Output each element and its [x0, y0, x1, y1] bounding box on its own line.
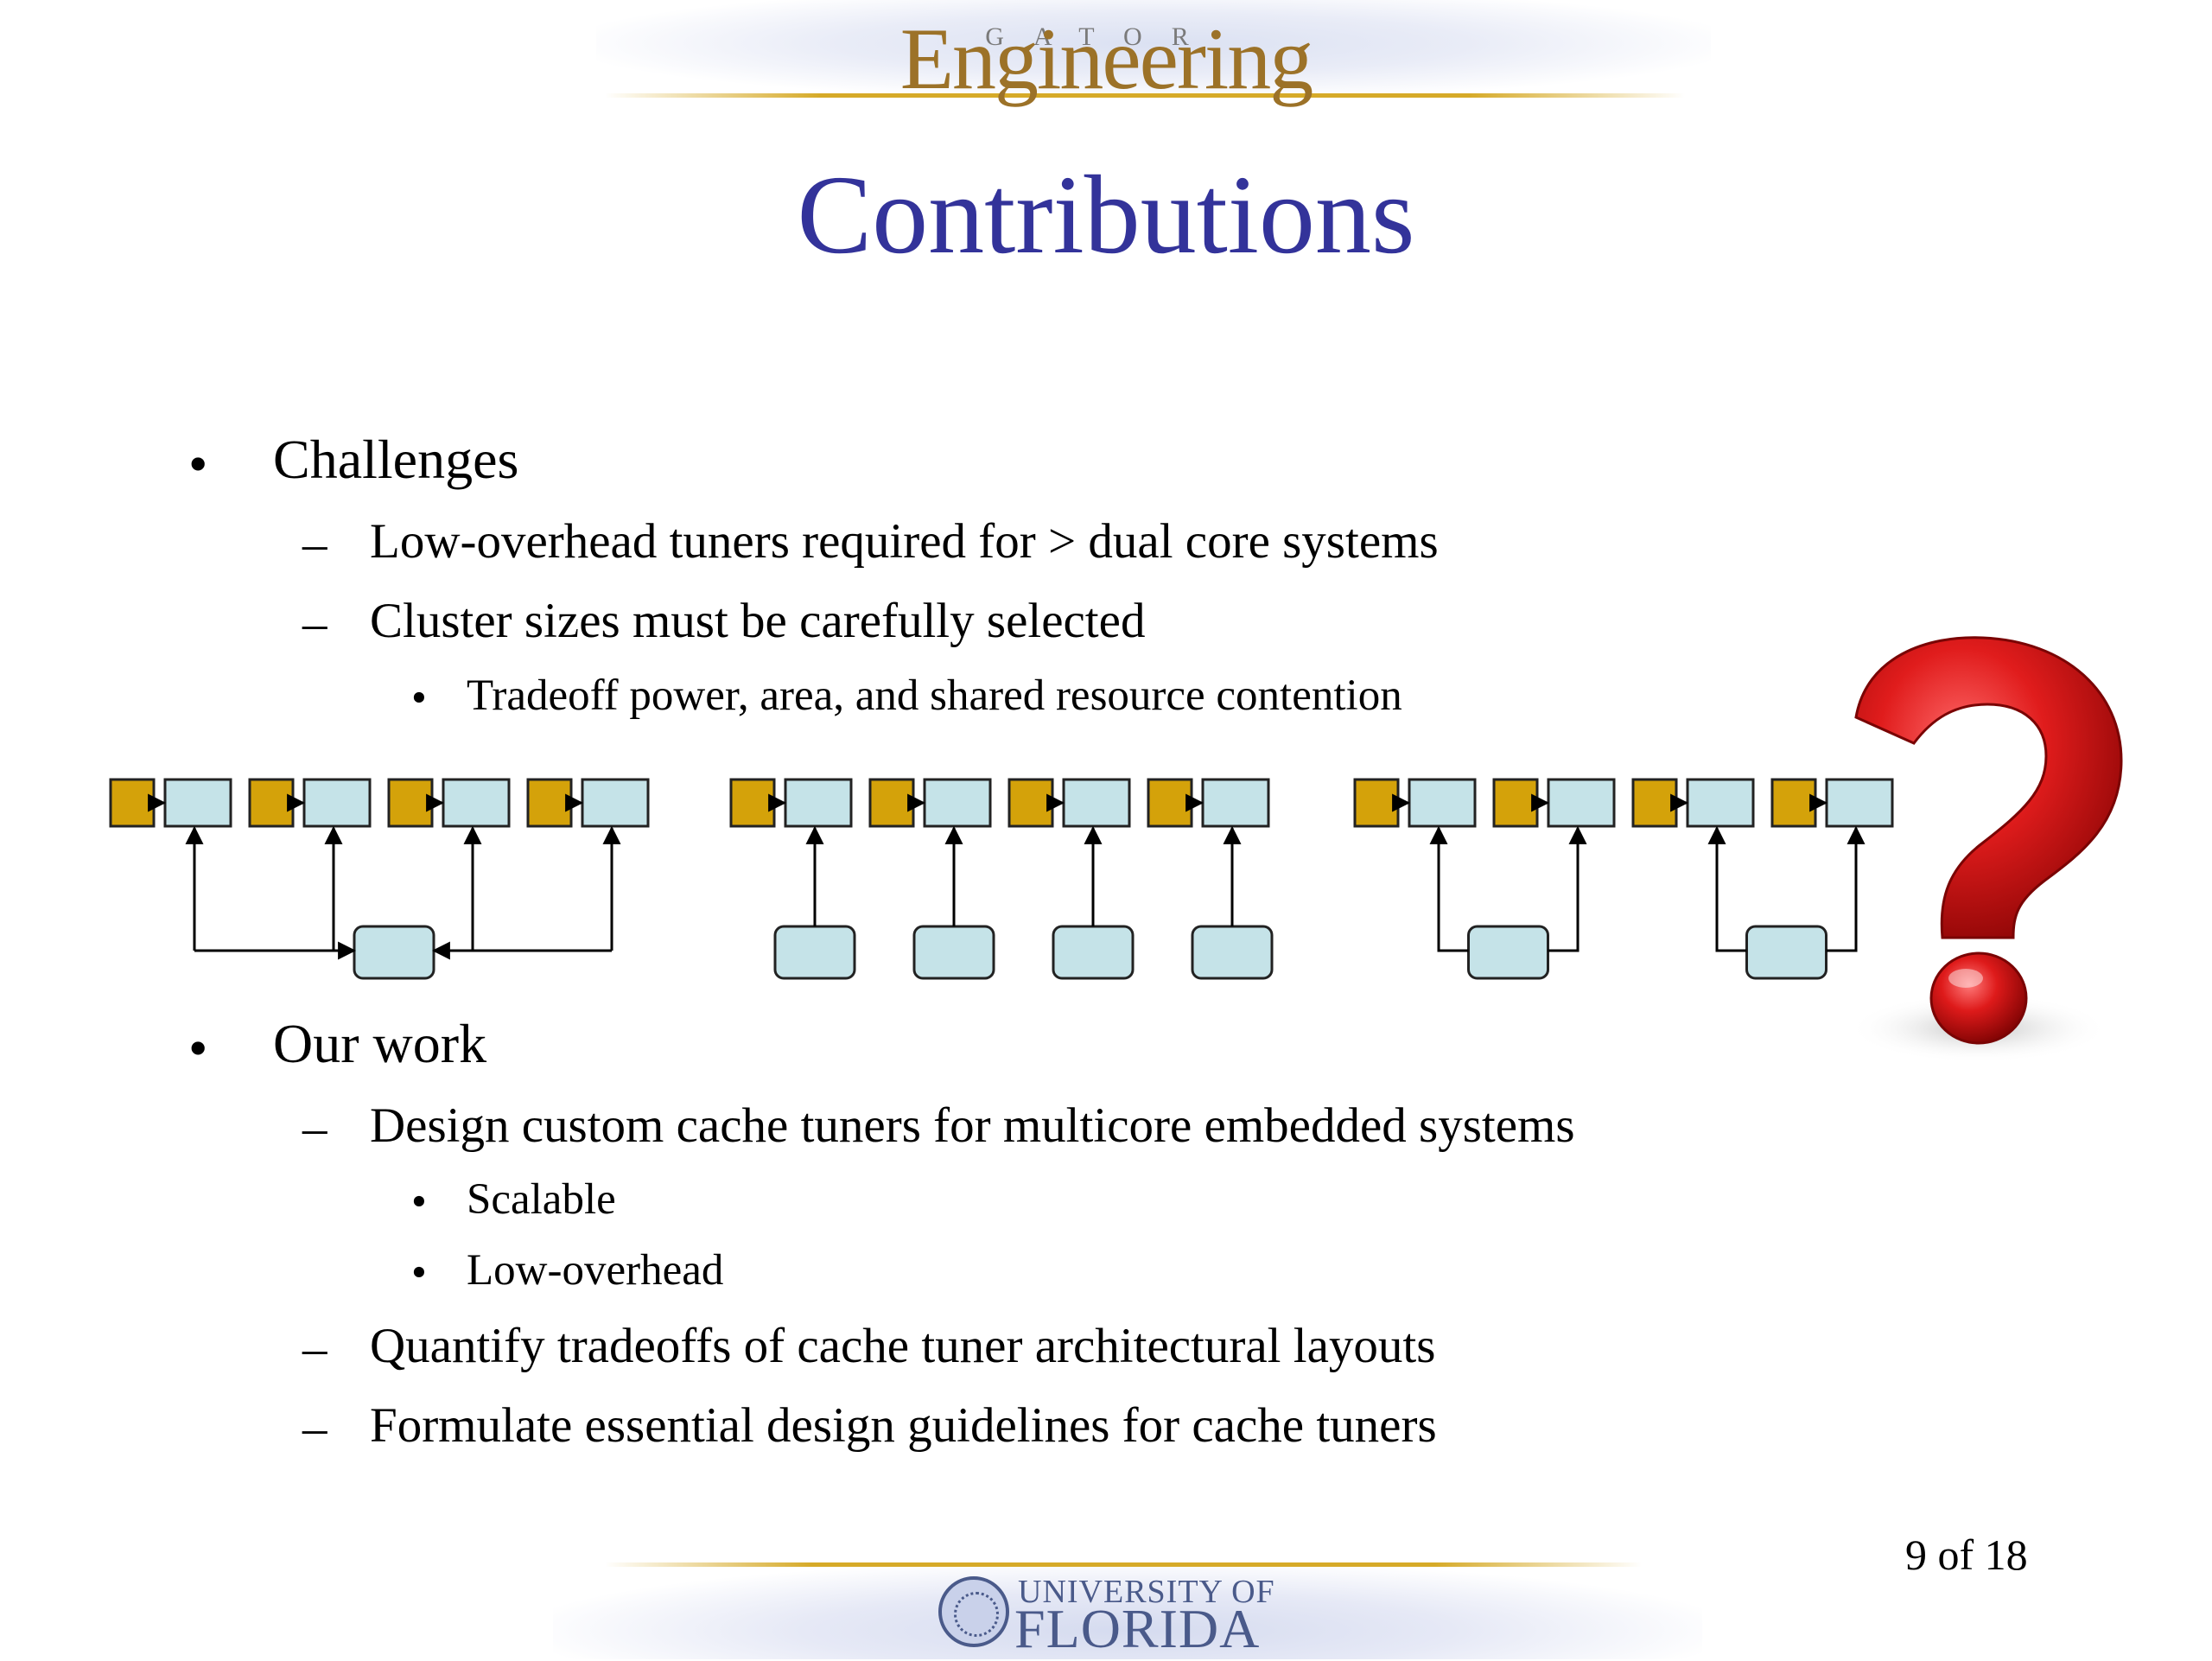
- university-seal-icon: [938, 1576, 1009, 1647]
- challenge-subitem-tradeoff: Tradeoff power, area, and shared resourc…: [467, 671, 1402, 720]
- cache-block: [784, 778, 853, 828]
- tuner-link: [1826, 825, 1866, 952]
- core-block: [729, 778, 776, 828]
- cache-block: [163, 778, 232, 828]
- tuner-block: [1052, 925, 1135, 980]
- dash-marker: –: [302, 596, 327, 651]
- bullet-marker: •: [188, 433, 208, 494]
- core-block: [868, 778, 915, 828]
- challenge-item-low-overhead: Low-overhead tuners required for > dual …: [370, 514, 1439, 569]
- cache-block: [1408, 778, 1477, 828]
- work-item-formulate: Formulate essential design guidelines fo…: [370, 1398, 1437, 1453]
- footer-florida: FLORIDA: [1014, 1598, 1261, 1659]
- tuner-block: [773, 925, 856, 980]
- bullet-marker: •: [188, 1017, 208, 1079]
- core-block: [1147, 778, 1193, 828]
- dash-marker: –: [302, 1101, 327, 1155]
- core-block: [526, 778, 573, 828]
- core-block: [387, 778, 434, 828]
- dash-marker: –: [302, 1321, 327, 1376]
- gator-wordmark: GATOR: [985, 22, 1218, 51]
- cache-block: [1062, 778, 1131, 828]
- tuner-block: [1467, 925, 1549, 980]
- question-mark-icon: [1849, 636, 2123, 1063]
- cache-block: [1547, 778, 1616, 828]
- engineering-wordmark: Engineering: [899, 10, 1314, 108]
- header-banner: [596, 0, 1711, 97]
- cache-block: [442, 778, 511, 828]
- sub-bullet-marker: •: [411, 1178, 427, 1226]
- cache-block: [1825, 778, 1894, 828]
- page-number: 9 of 18: [1905, 1531, 2028, 1579]
- our-work-heading: Our work: [273, 1013, 487, 1074]
- tuner-block: [1191, 925, 1274, 980]
- core-block: [1353, 778, 1400, 828]
- work-subitem-scalable: Scalable: [467, 1175, 616, 1224]
- challenge-item-cluster-sizes: Cluster sizes must be carefully selected: [370, 594, 1146, 648]
- tuner-block: [912, 925, 995, 980]
- core-block: [109, 778, 156, 828]
- footer-rule: [605, 1562, 1642, 1567]
- diagram-marks: [109, 778, 1894, 980]
- tuner-link: [1548, 825, 1587, 952]
- core-block: [1007, 778, 1054, 828]
- cache-block: [923, 778, 992, 828]
- challenges-heading: Challenges: [273, 429, 519, 490]
- core-block: [248, 778, 295, 828]
- slide-title: Contributions: [797, 153, 1415, 277]
- core-block: [1770, 778, 1817, 828]
- cache-block: [1201, 778, 1270, 828]
- dash-marker: –: [302, 517, 327, 571]
- footer-university-of: UNIVERSITY OF: [1018, 1574, 1275, 1610]
- sub-bullet-marker: •: [411, 674, 427, 722]
- footer-banner: [553, 1564, 1702, 1659]
- work-subitem-low-overhead: Low-overhead: [467, 1246, 724, 1295]
- core-block: [1492, 778, 1539, 828]
- tuner-link: [1429, 825, 1469, 952]
- cache-block: [1686, 778, 1755, 828]
- work-item-design: Design custom cache tuners for multicore…: [370, 1098, 1575, 1153]
- dash-marker: –: [302, 1401, 327, 1455]
- tuner-block: [353, 925, 435, 980]
- work-item-quantify: Quantify tradeoffs of cache tuner archit…: [370, 1319, 1436, 1373]
- sub-bullet-marker: •: [411, 1249, 427, 1297]
- tuner-link: [1707, 825, 1747, 952]
- cache-block: [302, 778, 372, 828]
- cache-block: [581, 778, 650, 828]
- core-block: [1631, 778, 1678, 828]
- header-rule: [605, 93, 1685, 98]
- tuner-block: [1745, 925, 1827, 980]
